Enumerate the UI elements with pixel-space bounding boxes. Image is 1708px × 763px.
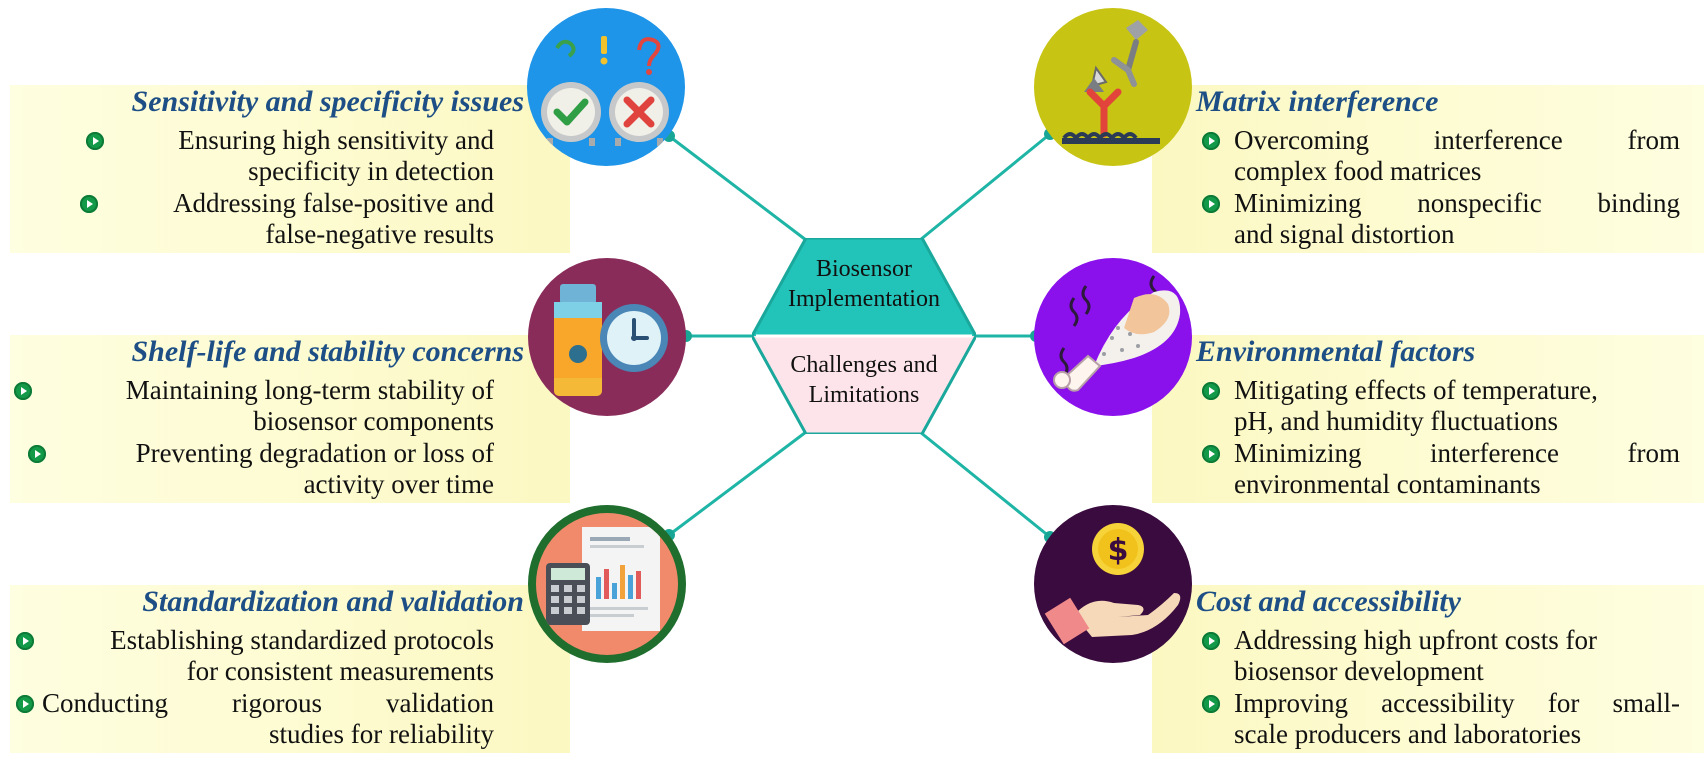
hexagon-shape: [750, 236, 978, 436]
bullet-item: Overcoming interference from complex foo…: [1202, 125, 1680, 187]
bullet-line: biosensor development: [1234, 656, 1484, 686]
bullet-item: Addressing false-positive and false-nega…: [74, 188, 494, 250]
hex-top-line: Biosensor: [816, 256, 912, 282]
bullet-arrow-icon: [28, 445, 46, 463]
check-cross-clocks-icon: [527, 8, 685, 166]
hex-top-line: Implementation: [788, 286, 940, 312]
bullet-arrow-icon: [1202, 445, 1220, 463]
section-title: Matrix interference: [1196, 85, 1439, 118]
bullet-item: Preventing degradation or loss of activi…: [28, 438, 494, 500]
svg-text:$: $: [1108, 533, 1129, 568]
bullet-line: environmental contaminants: [1234, 469, 1541, 499]
hex-bottom-line: Challenges and: [790, 352, 938, 378]
bullet-arrow-icon: [14, 382, 32, 400]
panel-shelf: Shelf-life and stability concerns Mainta…: [10, 335, 570, 503]
bullet-arrow-icon: [80, 195, 98, 213]
bullet-item: Maintaining long-term stability of biose…: [14, 375, 494, 437]
bullet-line: Minimizing nonspecific binding: [1234, 188, 1680, 218]
connector-sensitivity: [668, 134, 807, 242]
connector-standard: [668, 430, 807, 537]
bullet-line: studies for reliability: [269, 719, 494, 749]
bullet-item: Mitigating effects of temperature, pH, a…: [1202, 375, 1680, 437]
bullet-line: Preventing degradation or loss of: [135, 438, 494, 468]
antibody-binding-icon: [1034, 8, 1192, 166]
panel-cost: Cost and accessibility Addressing high u…: [1152, 585, 1704, 753]
bullet-line: pH, and humidity fluctuations: [1234, 406, 1558, 436]
bullet-line: Mitigating effects of temperature,: [1234, 375, 1598, 405]
hand-dollar-coin-icon: $: [1034, 505, 1192, 663]
bullet-line: Improving accessibility for small-: [1234, 688, 1680, 718]
bullet-arrow-icon: [16, 632, 34, 650]
bullet-arrow-icon: [1202, 382, 1220, 400]
bullet-item: Improving accessibility for small- scale…: [1202, 688, 1680, 750]
hex-top-label: Biosensor Implementation: [752, 254, 976, 314]
bullet-line: Addressing false-positive and: [173, 188, 494, 218]
section-title: Sensitivity and specificity issues: [131, 85, 524, 118]
panel-sensitivity: Sensitivity and specificity issues Ensur…: [10, 85, 570, 253]
hex-bottom-line: Limitations: [808, 382, 920, 408]
center-hexagon: Biosensor Implementation Challenges and …: [750, 236, 978, 436]
bullet-arrow-icon: [1202, 132, 1220, 150]
bullet-arrow-icon: [86, 132, 104, 150]
bullet-item: Minimizing nonspecific binding and signa…: [1202, 188, 1680, 250]
bullet-item: Minimizing interference from environment…: [1202, 438, 1680, 500]
bullet-line: false-negative results: [265, 219, 494, 249]
spoiled-meat-icon: [1034, 258, 1192, 416]
bullet-line: and signal distortion: [1234, 219, 1455, 249]
bullet-line: biosensor components: [253, 406, 494, 436]
bullet-arrow-icon: [1202, 632, 1220, 650]
bullet-line: complex food matrices: [1234, 156, 1482, 186]
bullet-line: Ensuring high sensitivity and: [178, 125, 494, 155]
bullet-line: Overcoming interference from: [1234, 125, 1680, 155]
panel-environment: Environmental factors Mitigating effects…: [1152, 335, 1704, 503]
bullet-line: for consistent measurements: [186, 656, 494, 686]
bullet-line: Maintaining long-term stability of: [125, 375, 494, 405]
bullet-item: Ensuring high sensitivity and specificit…: [80, 125, 494, 187]
bullet-line: specificity in detection: [248, 156, 494, 186]
calculator-report-icon: [528, 505, 686, 663]
section-title: Standardization and validation: [142, 585, 524, 618]
bullet-arrow-icon: [1202, 695, 1220, 713]
bullet-item: Addressing high upfront costs for biosen…: [1202, 625, 1680, 687]
bullet-line: activity over time: [303, 469, 494, 499]
section-title: Cost and accessibility: [1196, 585, 1461, 618]
bullet-line: scale producers and laboratories: [1234, 719, 1582, 749]
section-title: Environmental factors: [1196, 335, 1476, 368]
bullet-arrow-icon: [1202, 195, 1220, 213]
bullet-line: Establishing standardized protocols: [110, 625, 494, 655]
connector-cost: [919, 430, 1051, 539]
panel-matrix: Matrix interference Overcoming interfere…: [1152, 85, 1704, 253]
panel-standard: Standardization and validation Establish…: [10, 585, 570, 753]
bullet-item: Conducting rigorous validation studies f…: [16, 688, 494, 750]
bullet-item: Establishing standardized protocols for …: [16, 625, 494, 687]
bullet-line: Minimizing interference from: [1234, 438, 1680, 468]
bullet-line: Conducting rigorous validation: [42, 688, 494, 718]
connector-matrix: [919, 132, 1051, 242]
bottle-clock-icon: [528, 258, 686, 416]
section-title: Shelf-life and stability concerns: [131, 335, 525, 368]
bullet-arrow-icon: [16, 695, 34, 713]
bullet-line: Addressing high upfront costs for: [1234, 625, 1597, 655]
hex-bottom-label: Challenges and Limitations: [752, 350, 976, 410]
